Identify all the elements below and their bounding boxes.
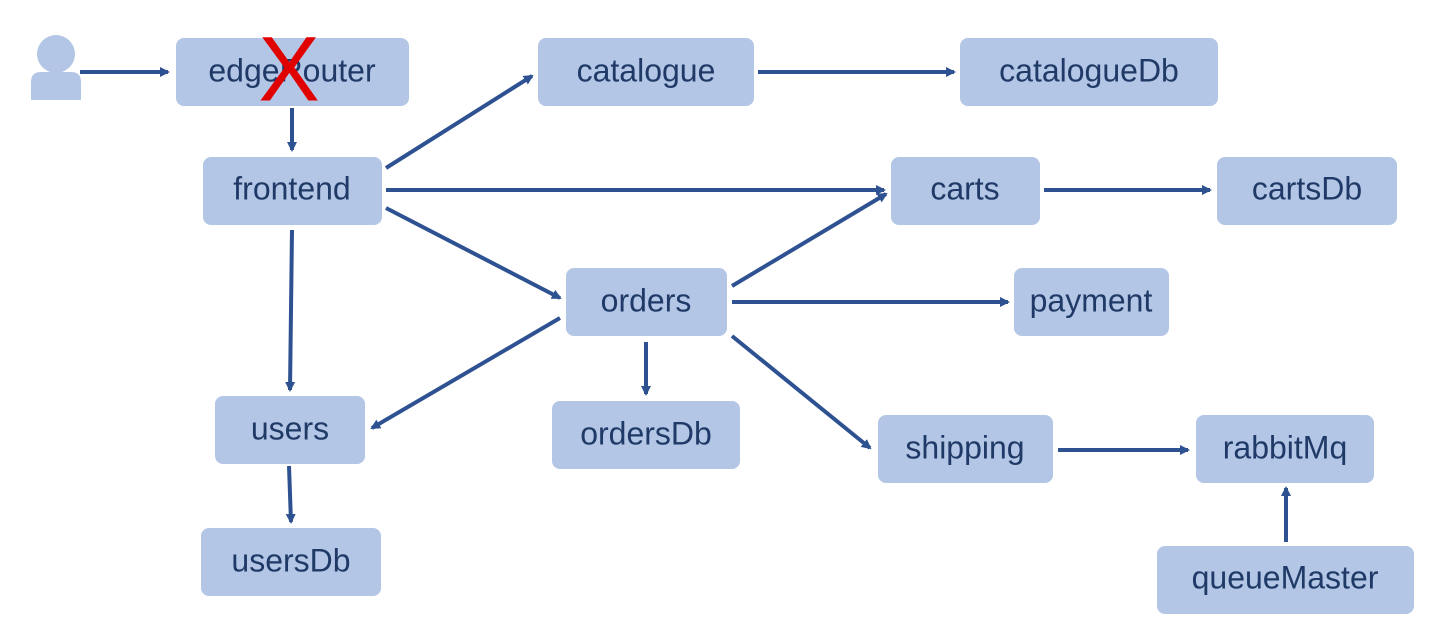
edge-orders-shipping (730, 334, 872, 450)
node-orders[interactable]: orders (566, 268, 727, 336)
node-frontend[interactable]: frontend (203, 157, 382, 225)
node-label: rabbitMq (1223, 429, 1348, 465)
node-label: queueMaster (1192, 559, 1379, 595)
node-shipping[interactable]: shipping (878, 415, 1053, 483)
edges (80, 67, 1291, 542)
node-catalogue[interactable]: catalogue (538, 38, 754, 106)
failure-x-mark: X (258, 18, 319, 120)
node-ordersDb[interactable]: ordersDb (552, 401, 740, 469)
node-label: cartsDb (1252, 170, 1362, 206)
node-edgeRouter[interactable]: edgeRouter (176, 38, 409, 106)
user-icon (31, 35, 81, 100)
node-usersDb[interactable]: usersDb (201, 528, 381, 596)
edge-frontend-users (285, 229, 296, 392)
node-label: orders (601, 282, 692, 318)
edge-frontend-orders (385, 206, 562, 300)
node-queueMaster[interactable]: queueMaster (1157, 546, 1414, 614)
node-label: catalogueDb (999, 52, 1179, 88)
node-users[interactable]: users (215, 396, 365, 464)
edge-frontend-catalogue (384, 74, 534, 170)
node-label: frontend (233, 170, 350, 206)
node-cartsDb[interactable]: cartsDb (1217, 157, 1397, 225)
node-label: users (251, 410, 329, 446)
edge-orders-users (370, 316, 562, 430)
node-label: ordersDb (580, 415, 712, 451)
node-label: usersDb (231, 542, 350, 578)
node-label: shipping (905, 429, 1024, 465)
node-label: carts (930, 170, 999, 206)
node-label: payment (1030, 282, 1153, 318)
edge-orders-carts (730, 192, 888, 288)
node-label: edgeRouter (208, 52, 376, 88)
node-rabbitMq[interactable]: rabbitMq (1196, 415, 1374, 483)
node-carts[interactable]: carts (891, 157, 1040, 225)
node-label: catalogue (577, 52, 716, 88)
node-catalogueDb[interactable]: catalogueDb (960, 38, 1218, 106)
node-payment[interactable]: payment (1014, 268, 1169, 336)
edge-users-usersDb (285, 465, 296, 524)
